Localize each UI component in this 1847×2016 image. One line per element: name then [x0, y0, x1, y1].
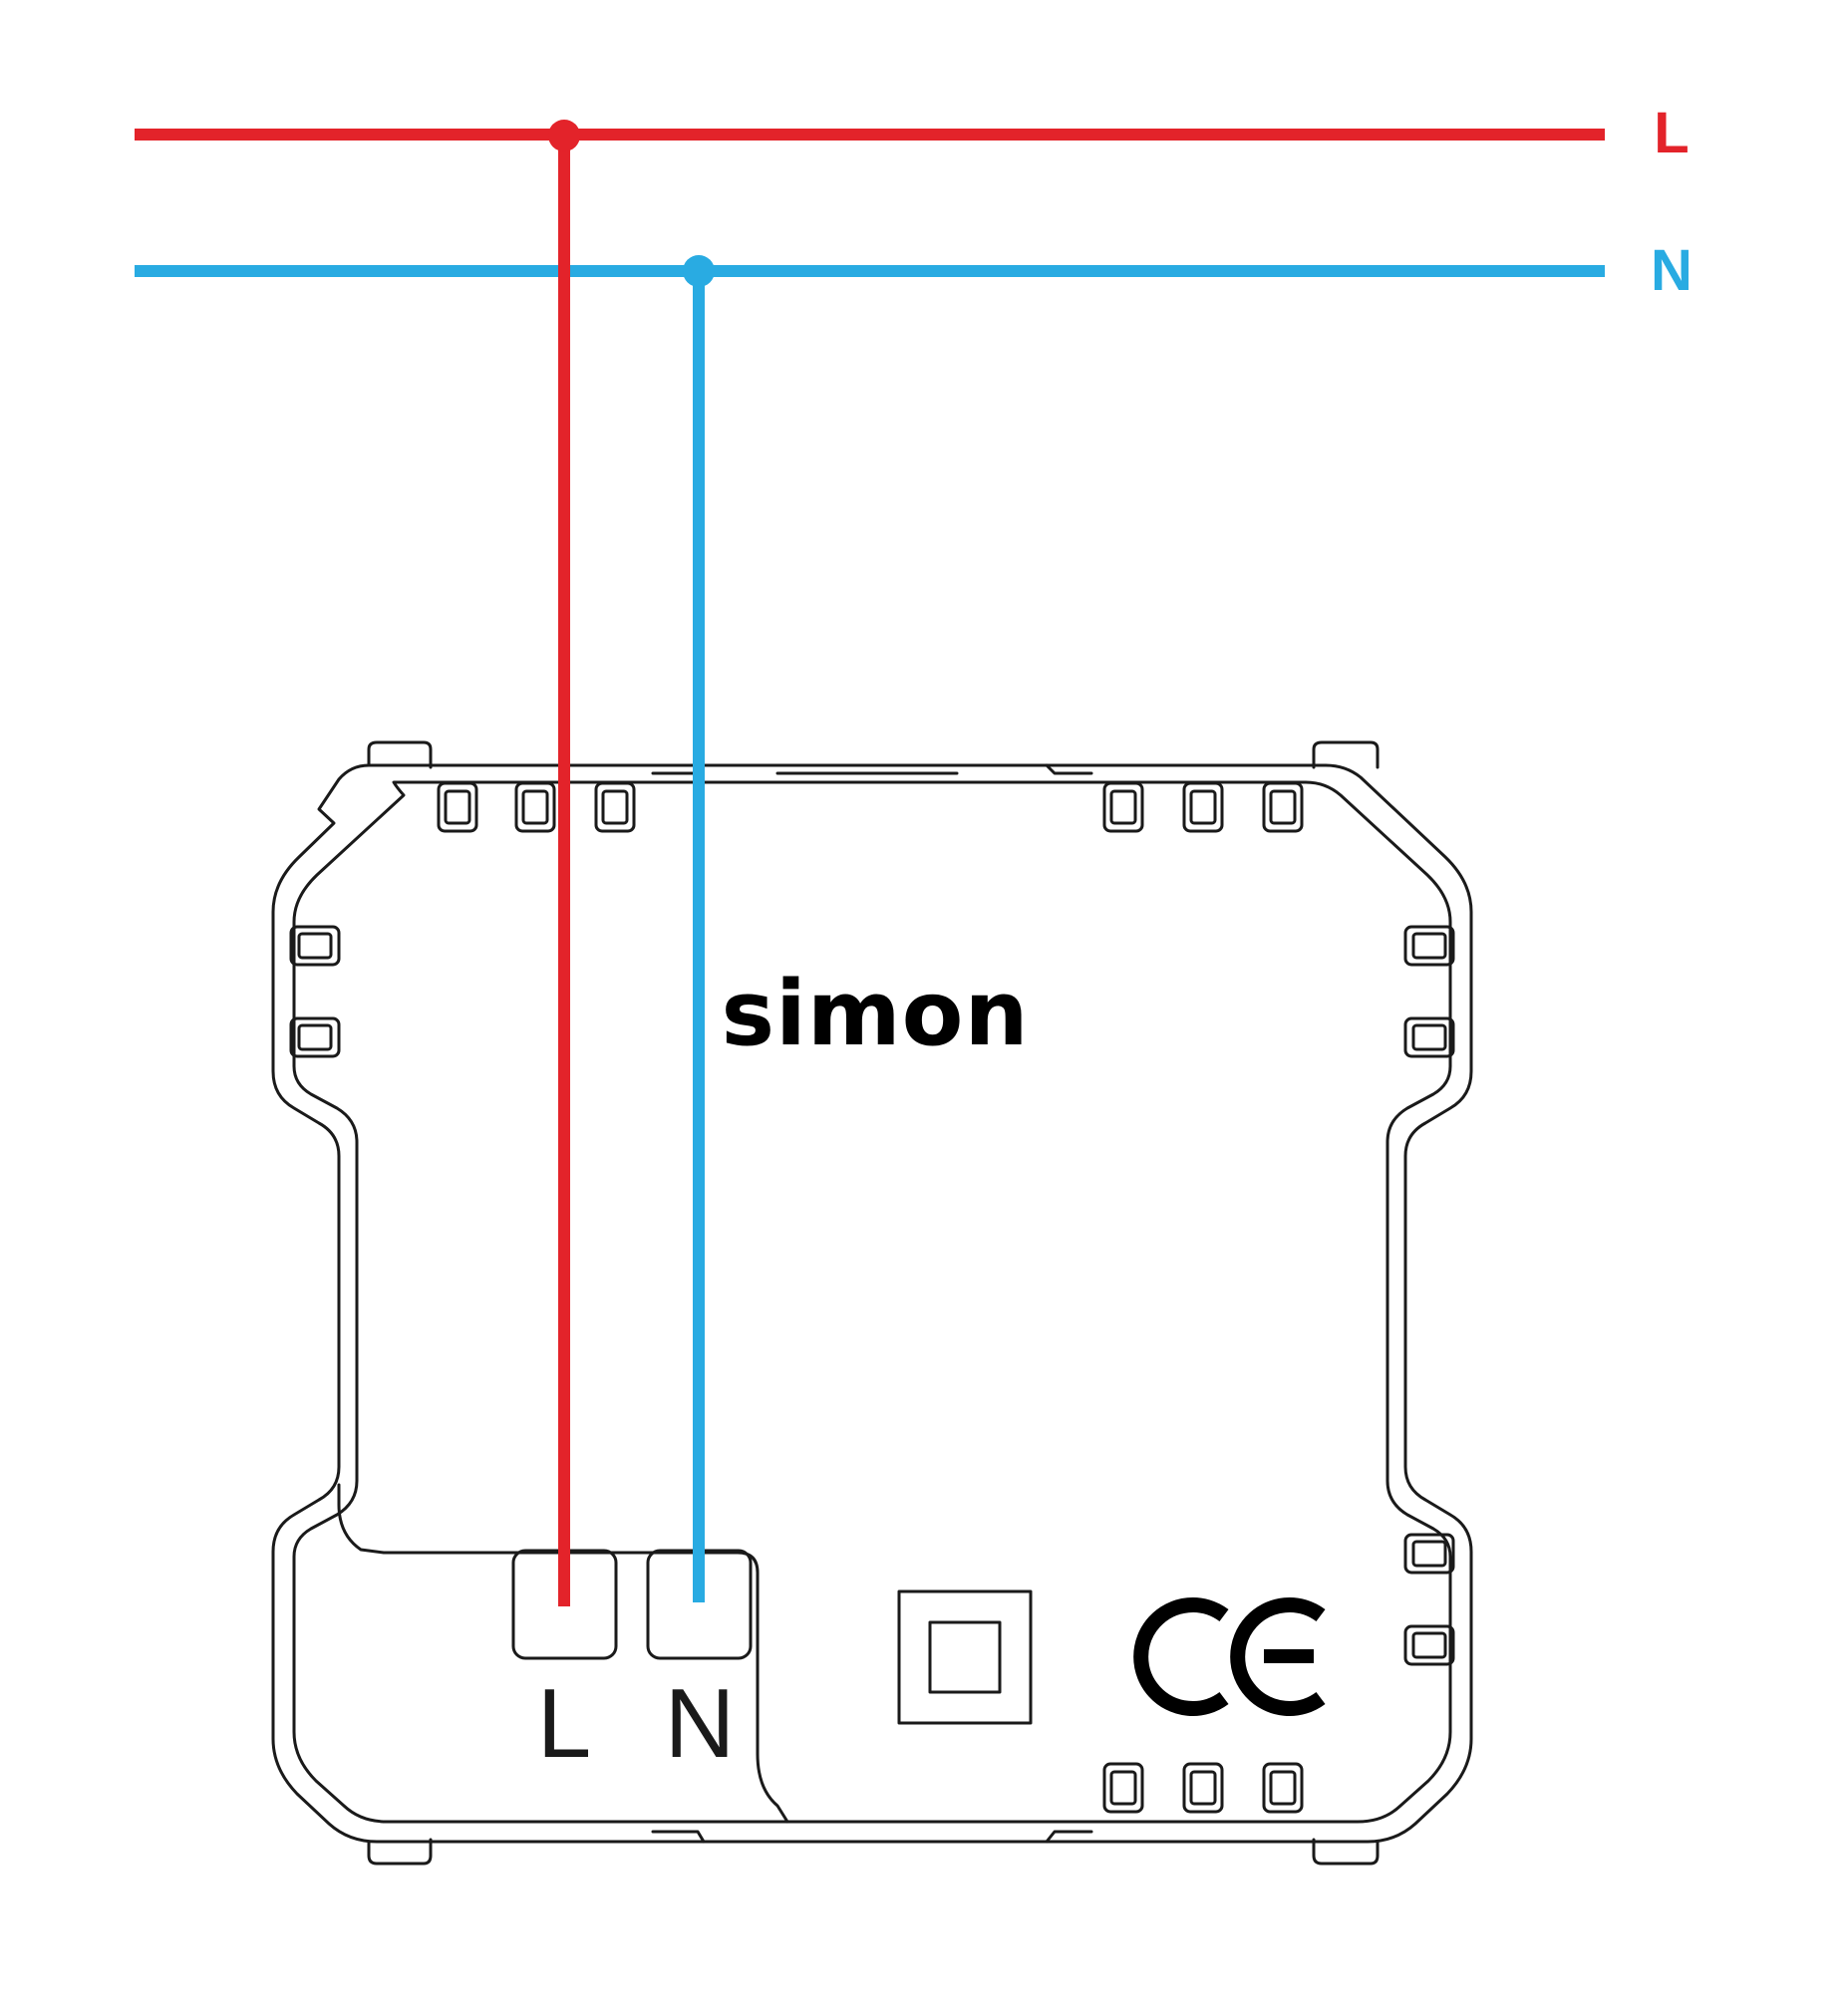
- corner-tab-top-right: [1312, 740, 1380, 769]
- device-outer-outline: [271, 763, 1473, 1844]
- clip: [1262, 1762, 1304, 1814]
- terminal-compartment: [337, 1483, 789, 1824]
- square-indicator-icon: [897, 1589, 1033, 1725]
- device-body: [271, 740, 1473, 1866]
- top-clips: [437, 781, 1304, 833]
- brand-logo: simon: [721, 962, 1029, 1066]
- clip: [289, 1016, 341, 1058]
- clip: [437, 781, 478, 833]
- bottom-edge-notch-left: [651, 1830, 706, 1844]
- clip: [289, 925, 341, 967]
- ce-mark-icon: [1133, 1597, 1326, 1716]
- clip: [1102, 781, 1144, 833]
- clip: [1102, 1762, 1144, 1814]
- clip: [1182, 1762, 1224, 1814]
- ce-mark-text: CE: [1246, 1753, 1249, 1755]
- bottom-clips: [1102, 1762, 1304, 1814]
- terminal-neutral-label: N: [665, 1668, 736, 1778]
- device-inner-outline: [292, 780, 1452, 1824]
- top-edge-notch-right: [1045, 763, 1093, 775]
- clip: [1403, 1533, 1455, 1575]
- side-clips: [289, 925, 1455, 1666]
- clip: [514, 781, 556, 833]
- clip: [1403, 925, 1455, 967]
- terminal-live-label: L: [537, 1668, 592, 1778]
- neutral-supply-label: N: [1651, 238, 1693, 303]
- live-supply-label: L: [1654, 101, 1689, 165]
- corner-tab-bottom-right: [1312, 1838, 1380, 1866]
- bottom-edge-notch-right: [1045, 1830, 1093, 1844]
- clip: [1182, 781, 1224, 833]
- live-junction-dot: [548, 120, 580, 151]
- corner-tab-top-left: [367, 740, 433, 769]
- neutral-junction-dot: [683, 255, 715, 287]
- clip: [1403, 1624, 1455, 1666]
- clip: [1403, 1016, 1455, 1058]
- corner-tab-bottom-left: [367, 1838, 433, 1866]
- clip: [594, 781, 636, 833]
- clip: [1262, 781, 1304, 833]
